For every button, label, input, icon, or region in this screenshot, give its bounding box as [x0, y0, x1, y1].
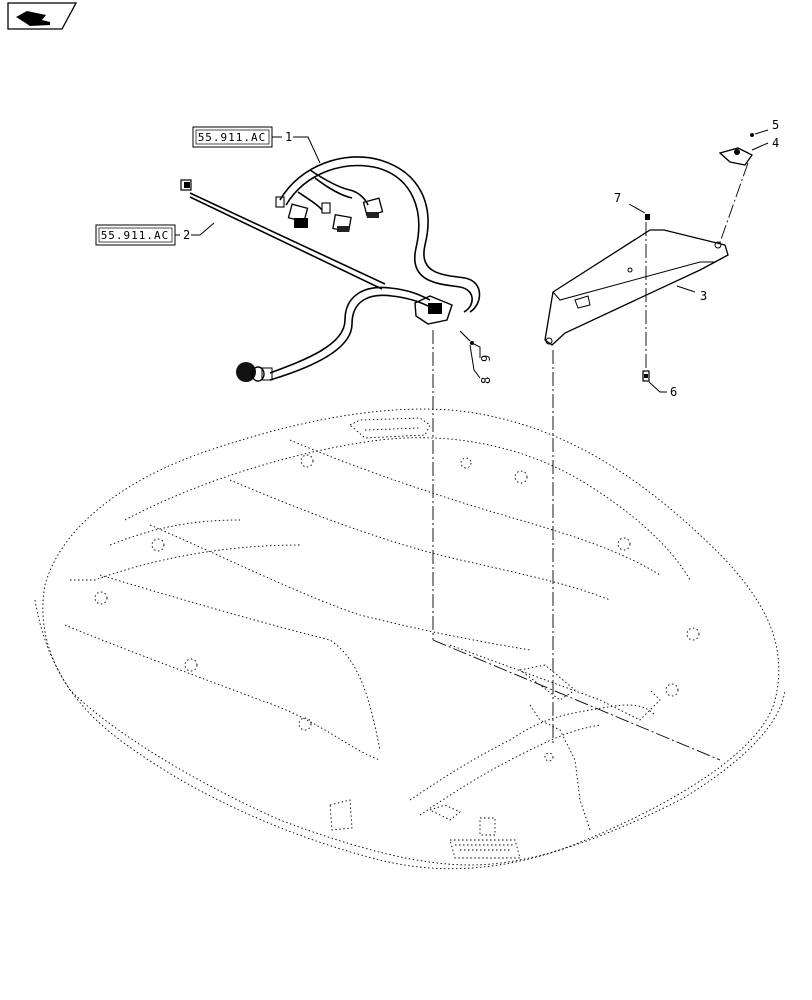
- callout-6: 6: [670, 385, 677, 399]
- alignment-lines: [432, 162, 749, 761]
- wiring-harness-1: [275, 156, 481, 313]
- callout-4: 4: [772, 136, 779, 150]
- reference-1-text: 55.911.AC: [198, 131, 267, 144]
- screw-9: 9 8: [459, 330, 493, 384]
- reference-2-text: 55.911.AC: [101, 229, 170, 242]
- reference-label-1[interactable]: 55.911.AC 1: [192, 126, 321, 164]
- print-icon[interactable]: [7, 2, 78, 30]
- callout-9: 9: [479, 355, 493, 362]
- callout-2: 2: [183, 228, 190, 242]
- clip-4: 5 4: [718, 118, 779, 166]
- reference-label-2[interactable]: 55.911.AC 2: [95, 222, 215, 246]
- callout-8: 8: [479, 377, 493, 384]
- callout-1: 1: [285, 130, 292, 144]
- roof-panel: [34, 408, 786, 870]
- wiring-harness-2: [180, 179, 453, 382]
- callout-7: 7: [614, 191, 621, 205]
- callout-3: 3: [700, 289, 707, 303]
- fastener-7: 7: [614, 191, 650, 220]
- callout-5: 5: [772, 118, 779, 132]
- fastener-6: 6: [642, 370, 677, 399]
- bracket-3: 3: [544, 229, 729, 346]
